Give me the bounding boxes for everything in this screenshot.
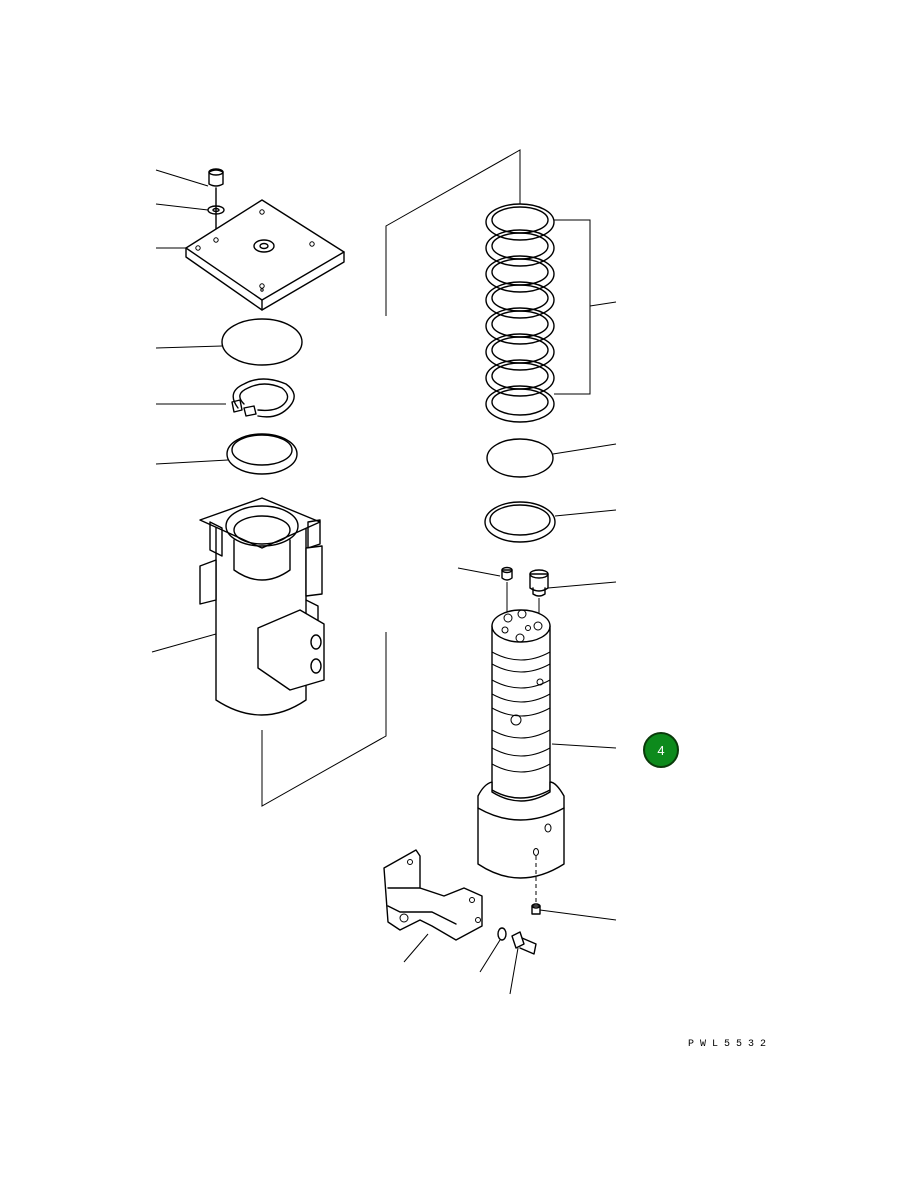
o-ring-right-part <box>486 438 554 478</box>
assembly-bracket-lines <box>261 149 521 807</box>
ring-stack-brace <box>554 219 591 395</box>
callout-badge-4[interactable]: 4 <box>643 732 679 768</box>
swivel-shaft-part <box>477 609 565 904</box>
swivel-body-part <box>199 497 325 716</box>
seal-ring-part <box>226 433 298 475</box>
large-plug-part <box>529 569 549 616</box>
snap-ring-part <box>231 378 295 418</box>
bolt-bottom-part <box>511 931 537 955</box>
small-plug-part <box>501 566 513 612</box>
leader-lines-left <box>151 169 229 653</box>
seal-ring-stack-part <box>485 203 555 423</box>
washer-bottom-part <box>497 927 507 941</box>
seal-ring-right-part <box>484 501 556 543</box>
drawing-code-label: PWL5532 <box>688 1039 773 1050</box>
set-screw-part <box>531 903 541 915</box>
cover-plate-part <box>185 199 345 311</box>
stopper-bracket-part <box>383 849 483 941</box>
callout-number: 4 <box>657 742 665 758</box>
o-ring-part <box>221 318 303 366</box>
